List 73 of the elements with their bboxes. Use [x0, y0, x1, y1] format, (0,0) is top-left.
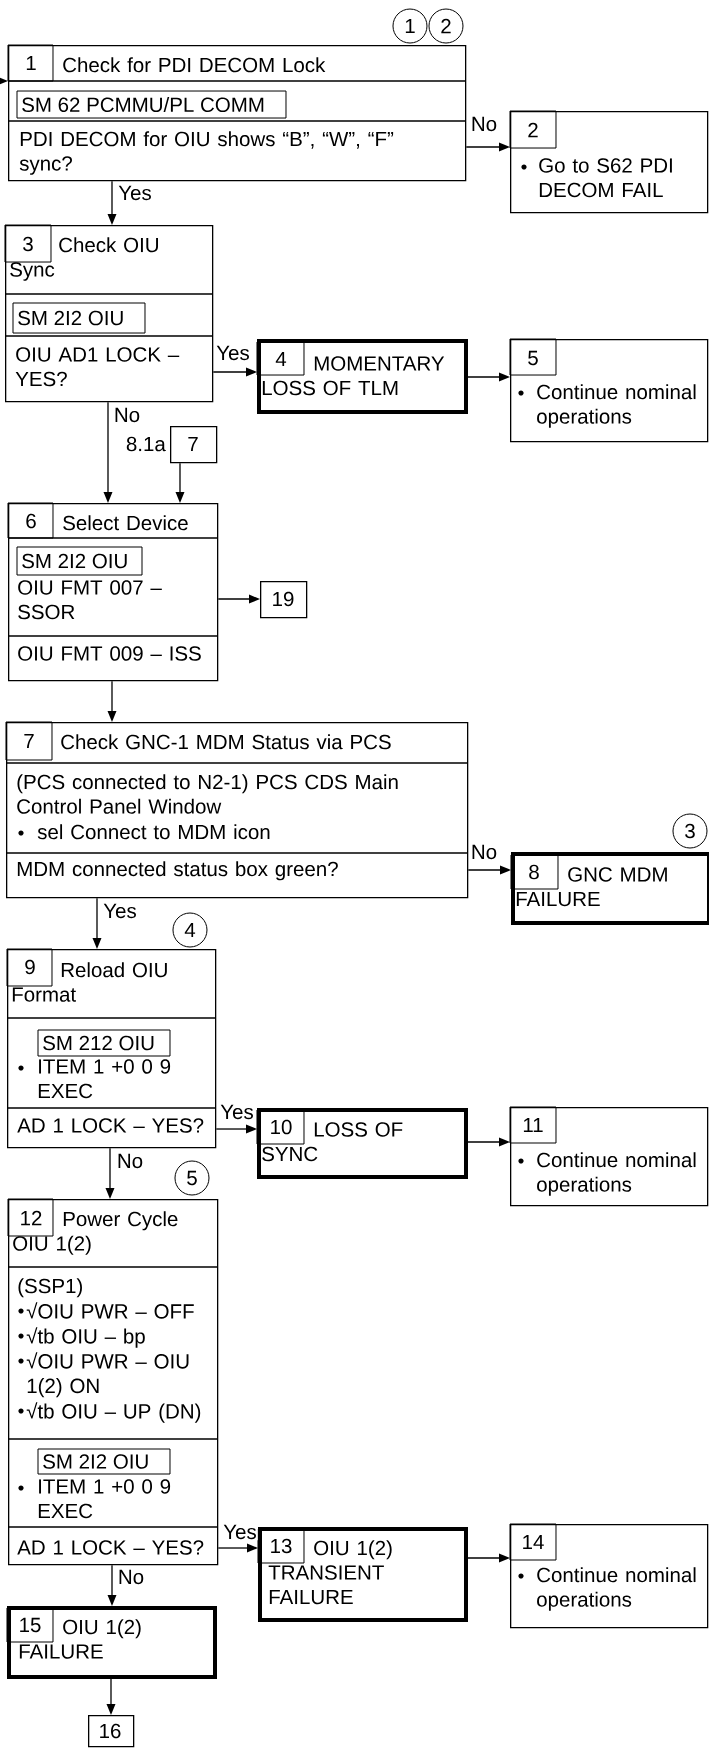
arrow	[106, 1678, 116, 1715]
arrow	[467, 1137, 510, 1147]
callout-number: 4	[172, 912, 208, 948]
action-box: 14 Continue nominal operations	[509, 1523, 709, 1629]
arrow	[465, 142, 510, 152]
node-label: Reload OIU	[61, 962, 167, 978]
arrow	[92, 897, 102, 949]
step-box: 1 Check for PDI DECOM Lock SM 62 PCMMU/PL COMM PDI DECOM for OIU shows “B”, “W”, “F” sync?	[7, 44, 467, 182]
arrow	[107, 180, 117, 225]
node-label: SM 62 PCMMU/PL COMM	[22, 96, 264, 113]
action-box: 5 Continue nominal operations	[509, 338, 709, 443]
arrow	[217, 1543, 258, 1553]
node-label: √tb OIU – UP (DN)	[26, 1402, 201, 1423]
outcome-box: 10 LOSS OF SYNC	[256, 1108, 468, 1179]
node-label: SM 2I2 OIU	[43, 1454, 148, 1469]
arrow	[467, 372, 510, 382]
edge-label: No	[112, 406, 142, 424]
callout-number: 2	[428, 8, 464, 44]
outcome-box: 8 GNC MDM FAILURE	[510, 852, 709, 925]
arrow	[175, 462, 185, 503]
callout-number: 5	[174, 1160, 210, 1196]
node-label: Power Cycle	[63, 1211, 178, 1231]
step-box: 12 Power Cycle OIU 1(2) (SSP1) √OIU PWR – OFF √tb OIU – bp √OIU PWR – OIU 1(2) ON √tb OIU – UP (DN) SM 2I2 OIU ITEM 1 +0 0 9 EXEC AD 1 LOCK – YES?	[7, 1198, 219, 1566]
arrow	[0, 76, 8, 86]
arrow	[103, 401, 113, 503]
edge-label: Yes	[222, 1523, 258, 1541]
arrow	[107, 1564, 117, 1606]
edge-label: Yes	[102, 902, 138, 920]
node-label: AD 1 LOCK – YES?	[17, 1118, 204, 1133]
step-box: 7 Check GNC-1 MDM Status via PCS (PCS connected to N2-1) PCS CDS Main Control Panel Window sel Connect to MDM icon MDM connected status box green?	[5, 721, 469, 899]
node-label: Format	[12, 987, 76, 1002]
edge-label: No	[469, 115, 499, 133]
arrow	[212, 367, 257, 377]
node-label: AD 1 LOCK – YES?	[17, 1540, 204, 1555]
arrow	[217, 594, 260, 604]
outcome-box: 15 OIU 1(2) FAILURE	[6, 1606, 217, 1679]
outcome-box: 4 MOMENTARY LOSS OF TLM	[256, 339, 468, 414]
step-box: 6 Select Device SM 2I2 OIU OIU FMT 007 – SSOR OIU FMT 009 – ISS	[7, 502, 219, 682]
node-label: √OIU PWR – OFF	[26, 1302, 194, 1319]
node-label: ITEM 1 +0 0 9 EXEC	[38, 1479, 171, 1519]
node-label: √OIU PWR – OIU 1(2) ON	[26, 1352, 189, 1398]
outcome-box: 13 OIU 1(2) TRANSIENT FAILURE	[257, 1527, 468, 1622]
edge-label: No	[115, 1152, 145, 1170]
node-label: ITEM 1 +0 0 9 EXEC	[38, 1059, 171, 1099]
edge-label: Yes	[219, 1103, 255, 1121]
arrow	[105, 1147, 115, 1199]
edge-label: Yes	[117, 184, 153, 202]
action-box: 2 Go to S62 PDI DECOM FAIL	[509, 110, 709, 214]
arrow	[467, 865, 511, 875]
callout-number: 3	[672, 813, 708, 849]
node-label: 1	[26, 55, 36, 71]
node-label: SM 212 OIU	[43, 1035, 154, 1051]
node-label: 12	[21, 1210, 42, 1226]
edge-label: No	[116, 1568, 146, 1586]
reference-box: 7	[170, 426, 218, 464]
callout-number: 1	[392, 8, 428, 44]
step-box: 3 Check OIU Sync SM 2I2 OIU OIU AD1 LOCK – YES?	[4, 224, 214, 403]
reference-box: 19	[260, 581, 308, 619]
action-box: 11 Continue nominal operations	[509, 1106, 709, 1207]
edge-label: No	[469, 843, 499, 861]
arrow	[107, 680, 117, 722]
reference-box: 16	[88, 1715, 135, 1748]
reference-label: 8.1a	[126, 436, 166, 452]
arrow	[467, 1553, 510, 1563]
node-label: PDI DECOM for OIU shows “B”, “W”, “F” sync?	[19, 131, 394, 175]
arrow	[215, 1124, 257, 1134]
node-label: (SSP1)	[18, 1278, 82, 1298]
node-label: OIU 1(2)	[13, 1235, 91, 1255]
node-label: √tb OIU – bp	[26, 1327, 145, 1348]
node-label: 9	[25, 959, 35, 975]
node-label: Check for PDI DECOM Lock	[63, 57, 326, 73]
edge-label: Yes	[215, 344, 251, 362]
step-box: 9 Reload OIU Format SM 212 OIU ITEM 1 +0 0 9 EXEC AD 1 LOCK – YES?	[6, 948, 217, 1149]
